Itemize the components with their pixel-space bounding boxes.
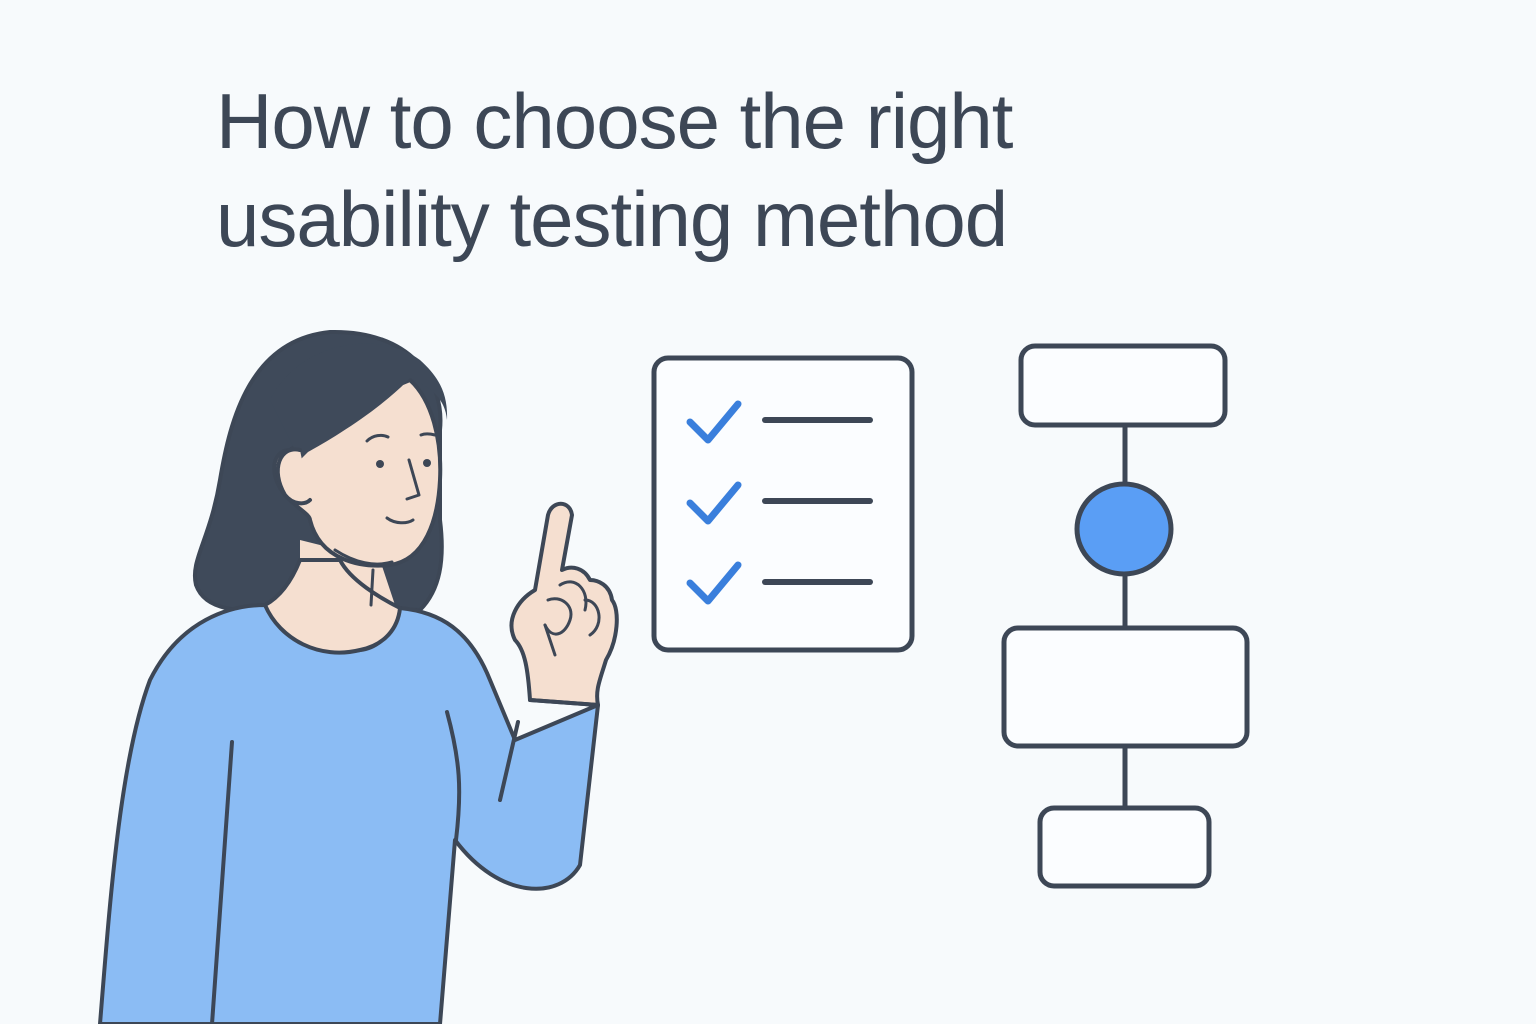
checkmark-icon [686, 481, 742, 525]
checkmark-icon [686, 400, 742, 444]
person-illustration [98, 329, 619, 1024]
checklist-icon [651, 355, 915, 653]
eye-right [423, 459, 431, 467]
checkmark-icon [686, 561, 742, 605]
title-line-1: How to choose the right [216, 77, 1013, 165]
eye-left [376, 460, 384, 468]
flowchart-icon [1001, 343, 1250, 889]
page-title: How to choose the right usability testin… [216, 72, 1013, 268]
title-line-2: usability testing method [216, 175, 1008, 263]
